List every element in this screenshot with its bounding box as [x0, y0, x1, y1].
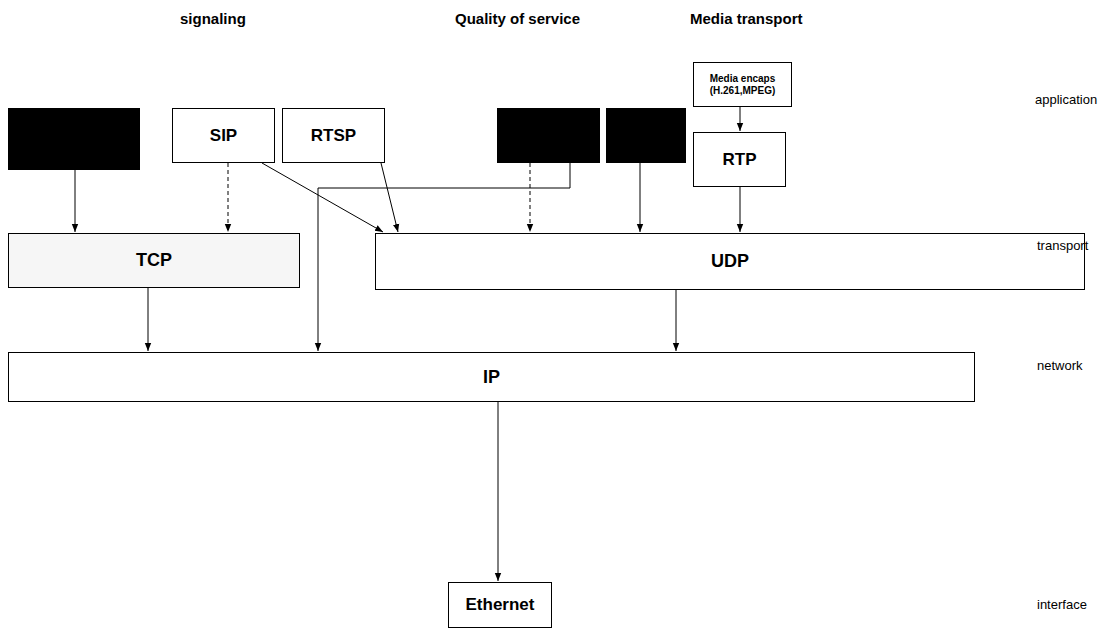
arrow-line — [640, 163, 641, 232]
protocol-box: RTP — [693, 132, 786, 187]
redacted-box — [8, 108, 140, 170]
layer-name: transport — [1037, 238, 1088, 253]
protocol-box: SIP — [172, 108, 275, 163]
redacted-box — [497, 108, 600, 163]
protocol-box: Media encaps (H.261,MPEG) — [693, 62, 792, 107]
connector-arrow — [740, 187, 741, 232]
connector-arrow — [262, 163, 383, 232]
protocol-name: SIP — [207, 126, 240, 146]
protocol-name: UDP — [708, 251, 752, 272]
protocol-box: RTSP — [282, 108, 385, 163]
arrow-line — [530, 163, 531, 232]
connector-arrow — [740, 107, 741, 131]
protocol-box: TCP — [8, 233, 300, 288]
layer-name: interface — [1037, 597, 1087, 612]
redacted-box — [606, 108, 686, 163]
arrow-line — [75, 170, 76, 232]
protocol-name: RTP — [720, 150, 760, 170]
column-heading: Quality of service — [455, 10, 580, 27]
protocol-box: UDP — [375, 233, 1085, 290]
connector-arrow — [381, 163, 398, 232]
column-heading: signaling — [180, 10, 246, 27]
protocol-name: RTSP — [308, 126, 359, 146]
connector-arrow — [498, 402, 499, 581]
connector-arrow — [228, 163, 229, 232]
protocol-box: IP — [8, 352, 975, 402]
protocol-box: Ethernet — [448, 582, 552, 628]
connector-arrow — [148, 288, 149, 351]
layer-name: application — [1035, 92, 1097, 107]
protocol-name: Media encaps (H.261,MPEG) — [694, 73, 791, 96]
column-heading: Media transport — [690, 10, 803, 27]
protocol-name: TCP — [133, 250, 175, 271]
protocol-name: Ethernet — [463, 595, 538, 615]
layer-name: network — [1037, 358, 1083, 373]
connector-arrow — [676, 290, 677, 351]
protocol-name: IP — [480, 367, 503, 388]
